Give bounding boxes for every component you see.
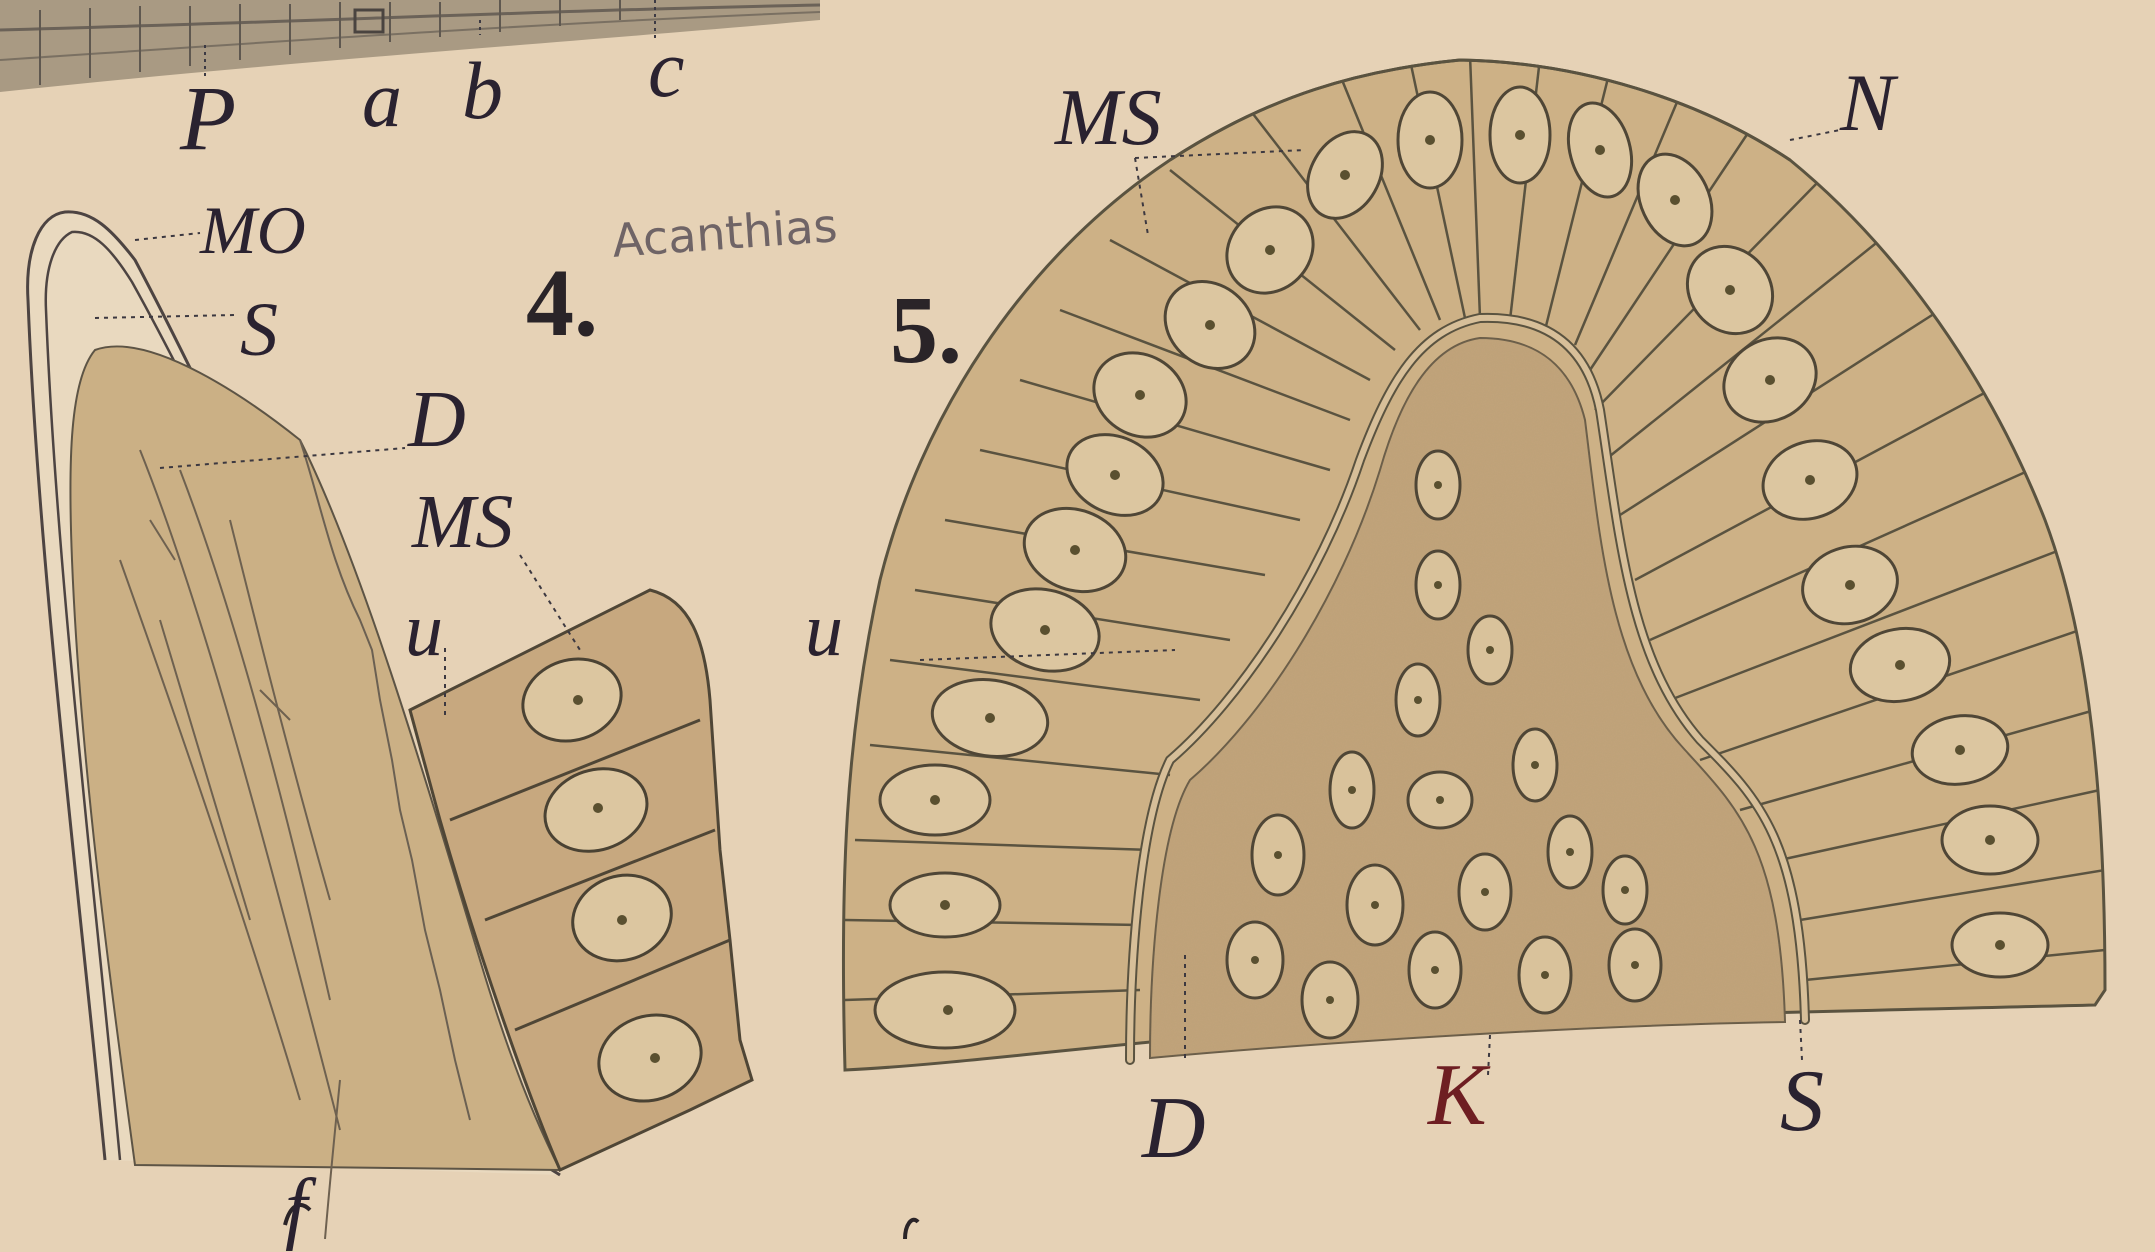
label-S: S: [1780, 1058, 1824, 1146]
label-f: f: [285, 1168, 307, 1248]
label-a: a: [362, 60, 402, 140]
label-u: u: [805, 592, 843, 668]
figure-4: [28, 212, 752, 1239]
label-MS: MS: [1055, 78, 1162, 158]
label-MS: MS: [412, 484, 513, 560]
label-b: b: [462, 50, 503, 132]
label-K: K: [1428, 1052, 1487, 1140]
label-D: D: [408, 380, 466, 460]
label-S: S: [240, 292, 278, 368]
figure-4-number: 4.: [526, 255, 598, 351]
top-strip: [0, 0, 820, 92]
label-u: u: [405, 592, 443, 668]
label-D: D: [1142, 1085, 1206, 1173]
label-MO: MO: [200, 196, 306, 264]
label-P: P: [180, 72, 236, 164]
figure-5-number: 5.: [890, 282, 962, 378]
label-c: c: [648, 28, 684, 110]
figure-5: [843, 55, 2105, 1075]
label-N: N: [1840, 62, 1895, 144]
